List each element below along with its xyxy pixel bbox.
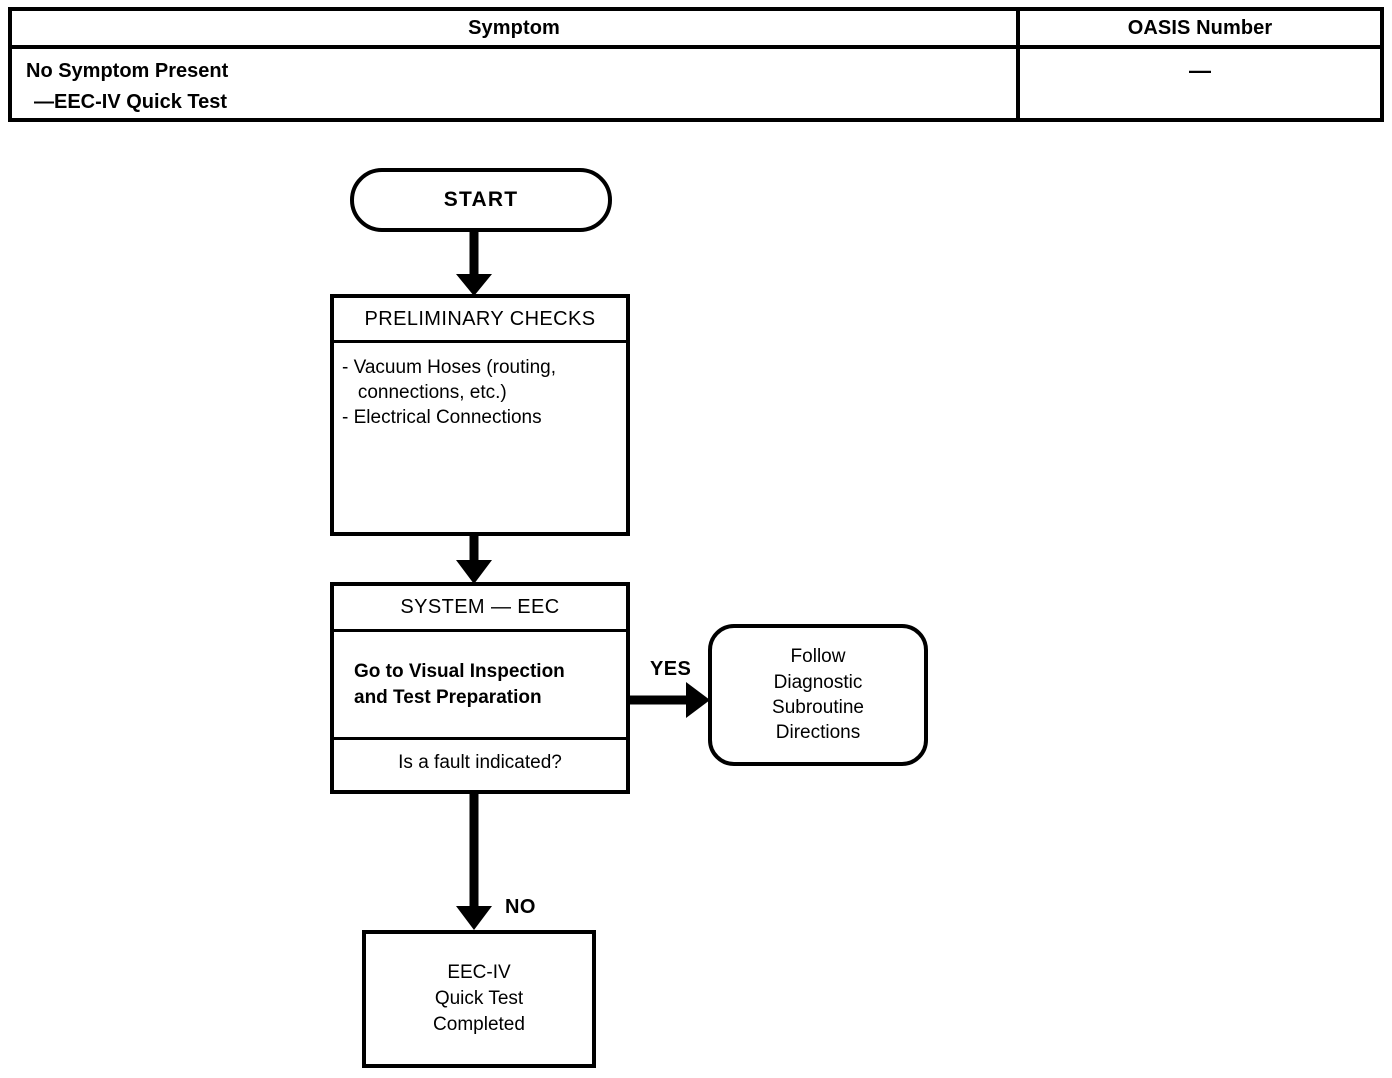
connector-start-to-preliminary xyxy=(456,232,492,296)
flow-node-quick-test-completed[interactable]: EEC-IV Quick Test Completed xyxy=(362,930,596,1068)
follow-line: Directions xyxy=(775,722,861,744)
column-header-symptom: Symptom xyxy=(468,16,560,39)
flow-node-start[interactable]: START xyxy=(350,168,612,232)
table-header-cell-symptom: Symptom xyxy=(12,11,1020,45)
completed-line: Quick Test xyxy=(434,987,524,1009)
preliminary-check-item: - Electrical Connections xyxy=(342,407,542,429)
connector-no-branch xyxy=(456,794,492,930)
symptom-title: No Symptom Present xyxy=(26,60,229,82)
preliminary-check-item: connections, etc.) xyxy=(342,382,507,404)
completed-line: EEC-IV xyxy=(447,961,511,983)
edge-label-yes: YES xyxy=(650,658,692,680)
system-eec-action: Go to Visual Inspection and Test Prepara… xyxy=(334,632,626,740)
preliminary-checks-body: - Vacuum Hoses (routing, connections, et… xyxy=(334,343,626,532)
flow-node-system-eec[interactable]: SYSTEM — EEC Go to Visual Inspection and… xyxy=(330,582,630,794)
preliminary-check-item: - Vacuum Hoses (routing, xyxy=(342,357,557,378)
system-eec-title: SYSTEM — EEC xyxy=(334,586,626,632)
system-eec-action-line: Go to Visual Inspection xyxy=(354,660,565,682)
follow-line: Subroutine xyxy=(772,697,864,718)
table-header-row: Symptom OASIS Number xyxy=(12,11,1380,49)
completed-line: Completed xyxy=(433,1014,525,1036)
follow-line: Diagnostic xyxy=(773,671,863,693)
symptom-table: Symptom OASIS Number No Symptom Present … xyxy=(8,7,1384,122)
connector-preliminary-to-system xyxy=(456,536,492,584)
start-label: START xyxy=(443,188,519,211)
system-eec-question: Is a fault indicated? xyxy=(398,752,562,773)
symptom-subline: —EEC-IV Quick Test xyxy=(34,91,228,113)
connector-yes-branch xyxy=(630,682,710,718)
follow-line: Follow xyxy=(790,646,846,668)
table-row: No Symptom Present —EEC-IV Quick Test — xyxy=(12,49,1380,118)
column-header-oasis-number: OASIS Number xyxy=(1127,16,1273,39)
table-header-cell-oasis: OASIS Number xyxy=(1020,11,1380,45)
preliminary-checks-title: PRELIMINARY CHECKS xyxy=(334,298,626,343)
flow-node-follow-diagnostic-subroutine[interactable]: Follow Diagnostic Subroutine Directions xyxy=(708,624,928,766)
edge-label-no: NO xyxy=(505,896,536,918)
flow-node-preliminary-checks[interactable]: PRELIMINARY CHECKS - Vacuum Hoses (routi… xyxy=(330,294,630,536)
table-cell-symptom: No Symptom Present —EEC-IV Quick Test xyxy=(12,49,1020,118)
oasis-number-value: — xyxy=(1189,58,1211,83)
table-cell-oasis-number: — xyxy=(1020,49,1380,118)
system-eec-action-line: and Test Preparation xyxy=(354,686,542,708)
